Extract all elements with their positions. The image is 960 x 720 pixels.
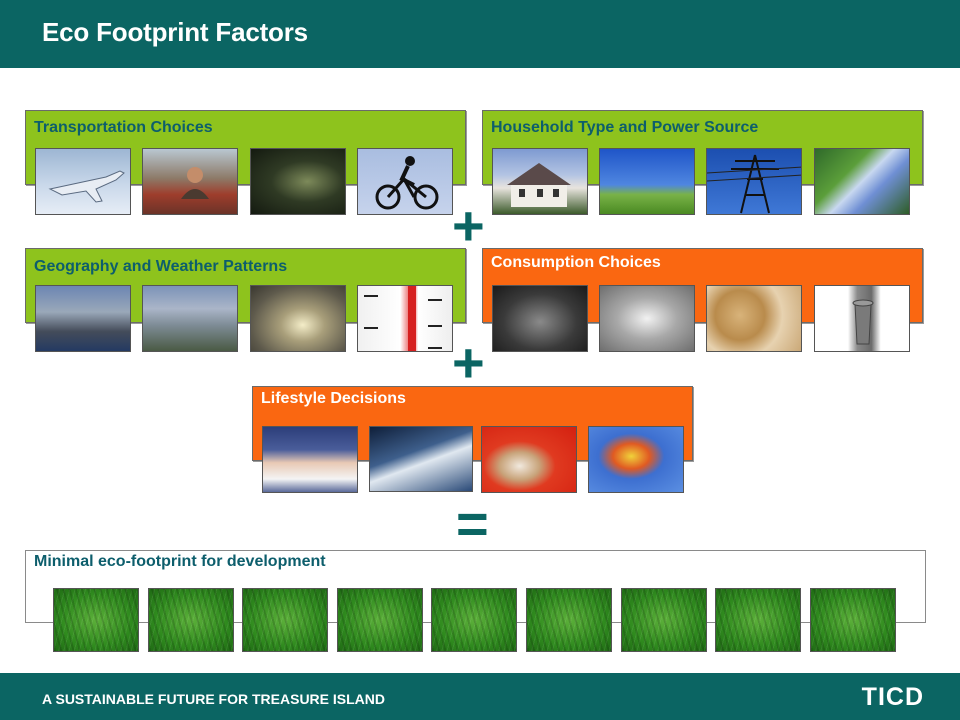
photo-grass: [621, 588, 707, 652]
page-title: Eco Footprint Factors: [42, 17, 308, 47]
plus-sign-1: +: [452, 194, 485, 257]
photo-grass: [431, 588, 517, 652]
photo-house: [492, 148, 588, 215]
panel-title-household: Household Type and Power Source: [491, 119, 759, 136]
equals-sign: =: [456, 492, 489, 555]
photo-grass: [148, 588, 234, 652]
photo-cookies: [706, 285, 802, 352]
photo-grass: [526, 588, 612, 652]
photo-thermometer: [357, 285, 453, 352]
photo-grass: [715, 588, 801, 652]
photo-subway-tunnel: [250, 148, 346, 215]
photo-waterfall: [814, 148, 910, 215]
house-icon: [507, 163, 571, 207]
photo-cloudy-sky: [250, 285, 346, 352]
panel-title-lifestyle: Lifestyle Decisions: [261, 390, 406, 407]
photo-handbag: [492, 285, 588, 352]
footer-tagline: A SUSTAINABLE FUTURE FOR TREASURE ISLAND: [42, 691, 385, 707]
power-tower-icon: [707, 154, 801, 214]
footer-bar: A SUSTAINABLE FUTURE FOR TREASURE ISLAND…: [0, 673, 960, 720]
driver-icon: [181, 167, 209, 199]
header-bar: Eco Footprint Factors: [0, 0, 960, 68]
photo-fast-food: [599, 285, 695, 352]
photo-grass: [810, 588, 896, 652]
photo-wind-field: [599, 148, 695, 215]
photo-harbor: [35, 285, 131, 352]
thermometer-icon: [364, 286, 442, 351]
photo-motocross: [588, 426, 684, 493]
trash-can-icon: [852, 299, 874, 345]
photo-grass: [337, 588, 423, 652]
photo-bulldog: [481, 426, 577, 493]
ticd-logo: TICD: [861, 683, 924, 711]
photo-convertible: [142, 148, 238, 215]
photo-trash-can: [814, 285, 910, 352]
photo-airplane: [35, 148, 131, 215]
bicycle-icon: [375, 156, 439, 210]
plus-sign-2: +: [452, 331, 485, 394]
panel-title-consumption: Consumption Choices: [491, 254, 661, 271]
photo-grass: [242, 588, 328, 652]
panel-title-geography: Geography and Weather Patterns: [34, 258, 288, 275]
photo-city-skyline: [142, 285, 238, 352]
photo-cyclist: [357, 148, 453, 215]
panel-title-transportation: Transportation Choices: [34, 119, 213, 136]
photo-twin-babies: [262, 426, 358, 493]
airplane-icon: [48, 170, 125, 203]
panel-title-minimal: Minimal eco-footprint for development: [34, 553, 326, 570]
photo-power-tower: [706, 148, 802, 215]
photo-grass: [53, 588, 139, 652]
photo-speedboat: [369, 426, 473, 492]
